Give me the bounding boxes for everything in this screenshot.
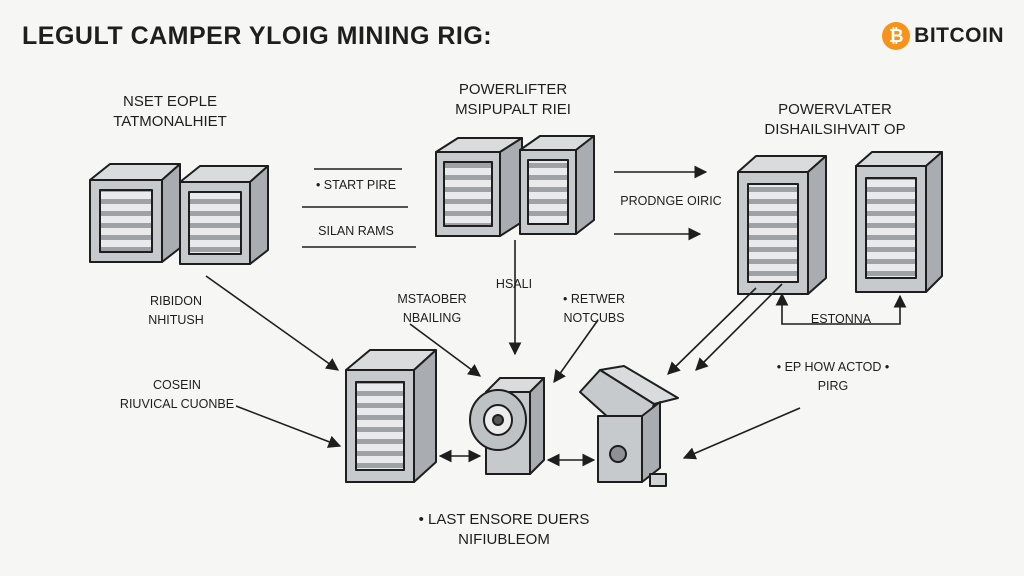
- arrow: [667, 287, 757, 375]
- label-ep-how: • EP HOW ACTOD •PIRG: [776, 360, 890, 393]
- server-rack-icon: [89, 163, 181, 263]
- server-rack-icon: [519, 135, 595, 235]
- server-rack-icon: [737, 155, 827, 295]
- arrow: [235, 405, 342, 448]
- power-supply-icon: [579, 365, 679, 487]
- label-estonna: ESTONNA: [810, 312, 872, 326]
- server-rack-icon: [435, 137, 523, 237]
- label-hsali: HSALI: [495, 277, 533, 291]
- bitcoin-icon: ₿: [882, 22, 911, 50]
- label-silan-rams: SILAN RAMS: [318, 224, 394, 238]
- arrow: [553, 319, 599, 384]
- arrow: [775, 292, 907, 325]
- arrow: [682, 407, 801, 460]
- diagram-title: LEGULT CAMPER YLOIG MINING RIG:: [22, 22, 493, 50]
- label-start-pire: • START PIRE: [315, 178, 397, 192]
- label-prodnge-oiric: PRODNGE OIRIC: [620, 194, 722, 208]
- brand-logo: ₿ BITCOIN: [882, 22, 1004, 50]
- arrow: [205, 275, 340, 371]
- arrow: [409, 323, 482, 377]
- server-rack-icon: [855, 151, 943, 293]
- server-rack-icon: [179, 165, 269, 265]
- brand-label: BITCOIN: [914, 24, 1004, 47]
- arrow: [695, 283, 783, 371]
- fan-unit-icon: [469, 377, 545, 475]
- server-rack-icon: [345, 349, 437, 483]
